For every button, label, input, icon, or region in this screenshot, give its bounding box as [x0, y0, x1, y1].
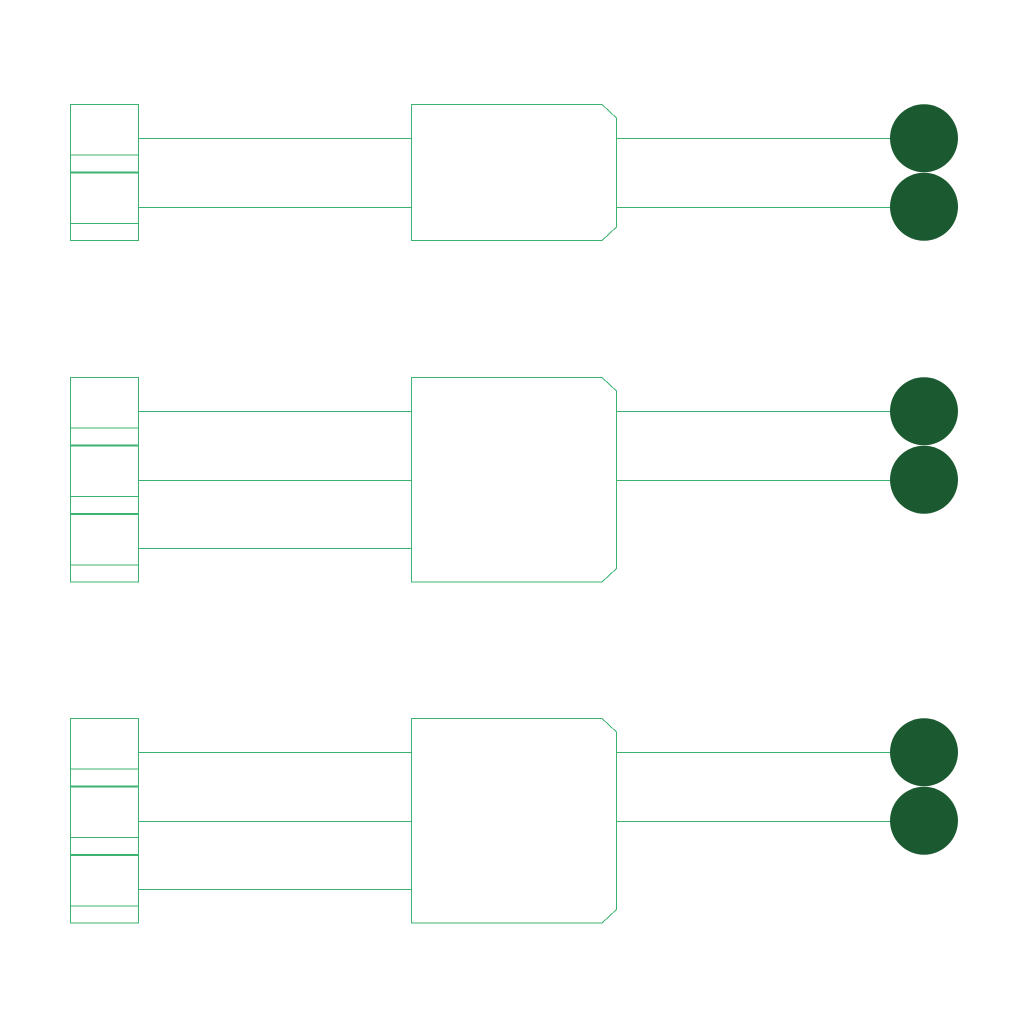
- module-body: [411, 377, 617, 583]
- input-connector-cell: [70, 445, 139, 514]
- output-terminal-dot: [890, 172, 958, 241]
- diagram-groups: [70, 104, 958, 924]
- output-terminal-dot: [890, 104, 958, 173]
- input-connector-cell: [70, 172, 139, 241]
- input-connector-cell: [70, 786, 139, 855]
- output-terminal-dot: [890, 786, 958, 855]
- module-body: [411, 104, 617, 241]
- module-body: [411, 718, 617, 924]
- output-terminal-dot: [890, 377, 958, 446]
- diagram-group-3: [70, 718, 958, 924]
- diagram-group-1: [70, 104, 958, 241]
- diagram-group-2: [70, 377, 958, 583]
- output-terminal-dot: [890, 718, 958, 787]
- output-terminal-dot: [890, 445, 958, 514]
